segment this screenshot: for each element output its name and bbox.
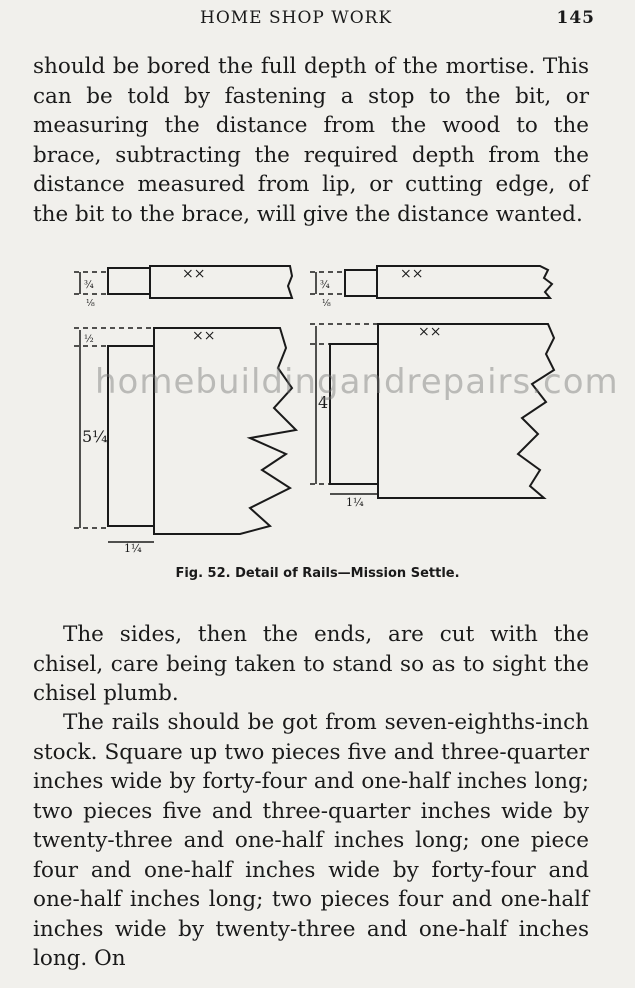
rail-detail-drawing: ×× ×× ×× ×× ¾ ⅛ ¾ ⅛ ½ 5¼ 4 1¼ 1¼: [74, 265, 556, 555]
dim-eighth-left: ⅛: [86, 299, 95, 309]
page-number: 145: [556, 8, 595, 28]
paragraph-1: should be bored the full depth of the mo…: [33, 54, 589, 227]
page-header: HOME SHOP WORK 145: [30, 6, 595, 30]
tenon-top-right: [344, 269, 378, 297]
running-title: HOME SHOP WORK: [200, 8, 393, 28]
dim-three-quarter-left: ¾: [84, 280, 94, 291]
dim-tenon-right: 1¼: [346, 496, 364, 509]
mark-top-right: ××: [400, 266, 423, 282]
dim-half: ½: [84, 334, 94, 345]
mark-bottom-right: ××: [418, 324, 441, 340]
dim-three-quarter-right: ¾: [320, 280, 330, 291]
paragraph-3: The rails should be got from seven-eight…: [33, 710, 589, 971]
paragraph-2: The sides, then the ends, are cut with t…: [33, 622, 589, 706]
dim-tenon-left: 1¼: [124, 542, 142, 555]
rail-top-right: [376, 265, 554, 299]
mark-bottom-left: ××: [192, 328, 215, 344]
rail-top-left: [149, 265, 294, 299]
figure-caption: Fig. 52. Detail of Rails—Mission Settle.: [175, 566, 460, 581]
dim-height-right: 4: [318, 393, 328, 412]
rail-bottom-left: [153, 327, 299, 535]
rail-bottom-right: [377, 323, 556, 499]
dim-height-left: 5¼: [82, 427, 108, 446]
mark-top-left: ××: [182, 266, 205, 282]
tenon-top-left: [107, 267, 151, 295]
figure-rail-detail: ×× ×× ×× ×× ¾ ⅛ ¾ ⅛ ½ 5¼ 4 1¼ 1¼: [60, 258, 580, 558]
watermark: homebuildingandrepairs.com: [95, 362, 619, 402]
dim-eighth-right: ⅛: [322, 299, 331, 309]
